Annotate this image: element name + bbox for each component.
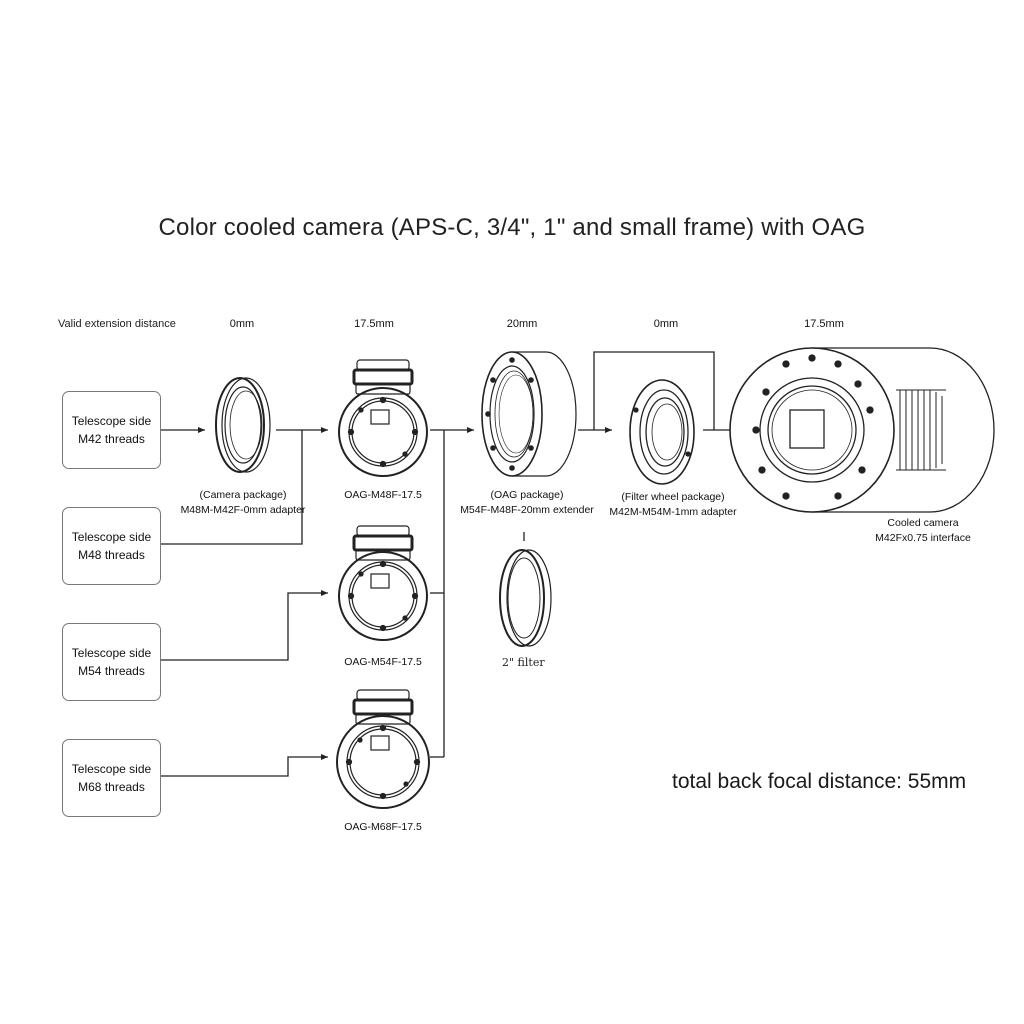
oag-caption-2: OAG-M54F-17.5 <box>344 656 422 668</box>
filterwheel-caption-line1: (Filter wheel package) <box>621 491 725 503</box>
filter-caption: 2" filter <box>502 656 545 669</box>
filter-ring-drawing <box>499 549 552 647</box>
oag-drawing-1 <box>338 359 428 477</box>
filterwheel-caption-line2: M42M-M54M-1mm adapter <box>609 506 737 518</box>
telescope-side-m48-line2: M48 threads <box>78 548 145 562</box>
telescope-side-m48-box: Telescope side M48 threads <box>62 507 161 585</box>
connector-m48-to-oag <box>161 427 328 545</box>
telescope-side-m42-line2: M42 threads <box>78 432 145 446</box>
oag-drawing-3 <box>336 689 430 809</box>
extender-caption-line2: M54F-M48F-20mm extender <box>460 504 594 516</box>
valid-extension-label: Valid extension distance <box>58 318 176 330</box>
adapter-ring-drawing <box>215 377 271 473</box>
camera-caption-line2: M42Fx0.75 interface <box>875 532 971 544</box>
adapter-caption-line1: (Camera package) <box>199 489 287 501</box>
distance-label-extender: 20mm <box>506 318 538 330</box>
extender-drawing <box>481 351 577 477</box>
adapter-caption-line2: M48M-M42F-0mm adapter <box>180 504 306 516</box>
telescope-side-m48-line1: Telescope side <box>71 530 152 544</box>
oag-caption-1: OAG-M48F-17.5 <box>344 489 422 501</box>
camera-caption: Cooled camera M42Fx0.75 interface <box>858 516 988 546</box>
diagram-title: Color cooled camera (APS-C, 3/4", 1" and… <box>158 214 866 241</box>
extender-caption: (OAG package) M54F-M48F-20mm extender <box>452 488 602 518</box>
distance-label-camera: 17.5mm <box>804 318 844 330</box>
distance-label-oag: 17.5mm <box>354 318 394 330</box>
cooled-camera-drawing <box>729 347 995 513</box>
telescope-side-m54-line2: M54 threads <box>78 664 145 678</box>
connector-m54-to-oag <box>161 590 328 661</box>
telescope-side-m68-line1: Telescope side <box>71 762 152 776</box>
camera-caption-line1: Cooled camera <box>887 517 959 529</box>
telescope-side-m42-box: Telescope side M42 threads <box>62 391 161 469</box>
distance-label-filterwheel: 0mm <box>653 318 679 330</box>
telescope-side-m54-line1: Telescope side <box>71 646 152 660</box>
extender-caption-line1: (OAG package) <box>490 489 564 501</box>
oag-drawing-2 <box>338 525 428 641</box>
telescope-side-m54-box: Telescope side M54 threads <box>62 623 161 701</box>
filterwheel-adapter-drawing <box>629 379 695 485</box>
telescope-side-m68-line2: M68 threads <box>78 780 145 794</box>
total-back-focal-distance: total back focal distance: 55mm <box>672 770 967 793</box>
filterwheel-caption: (Filter wheel package) M42M-M54M-1mm ada… <box>598 490 748 520</box>
adapter-caption: (Camera package) M48M-M42F-0mm adapter <box>158 488 328 518</box>
telescope-side-m68-box: Telescope side M68 threads <box>62 739 161 817</box>
connector-m68-to-oag <box>161 754 328 777</box>
bypass-bracket <box>593 351 715 430</box>
oag-caption-3: OAG-M68F-17.5 <box>344 821 422 833</box>
distance-label-adapter: 0mm <box>229 318 255 330</box>
telescope-side-m42-line1: Telescope side <box>71 414 152 428</box>
